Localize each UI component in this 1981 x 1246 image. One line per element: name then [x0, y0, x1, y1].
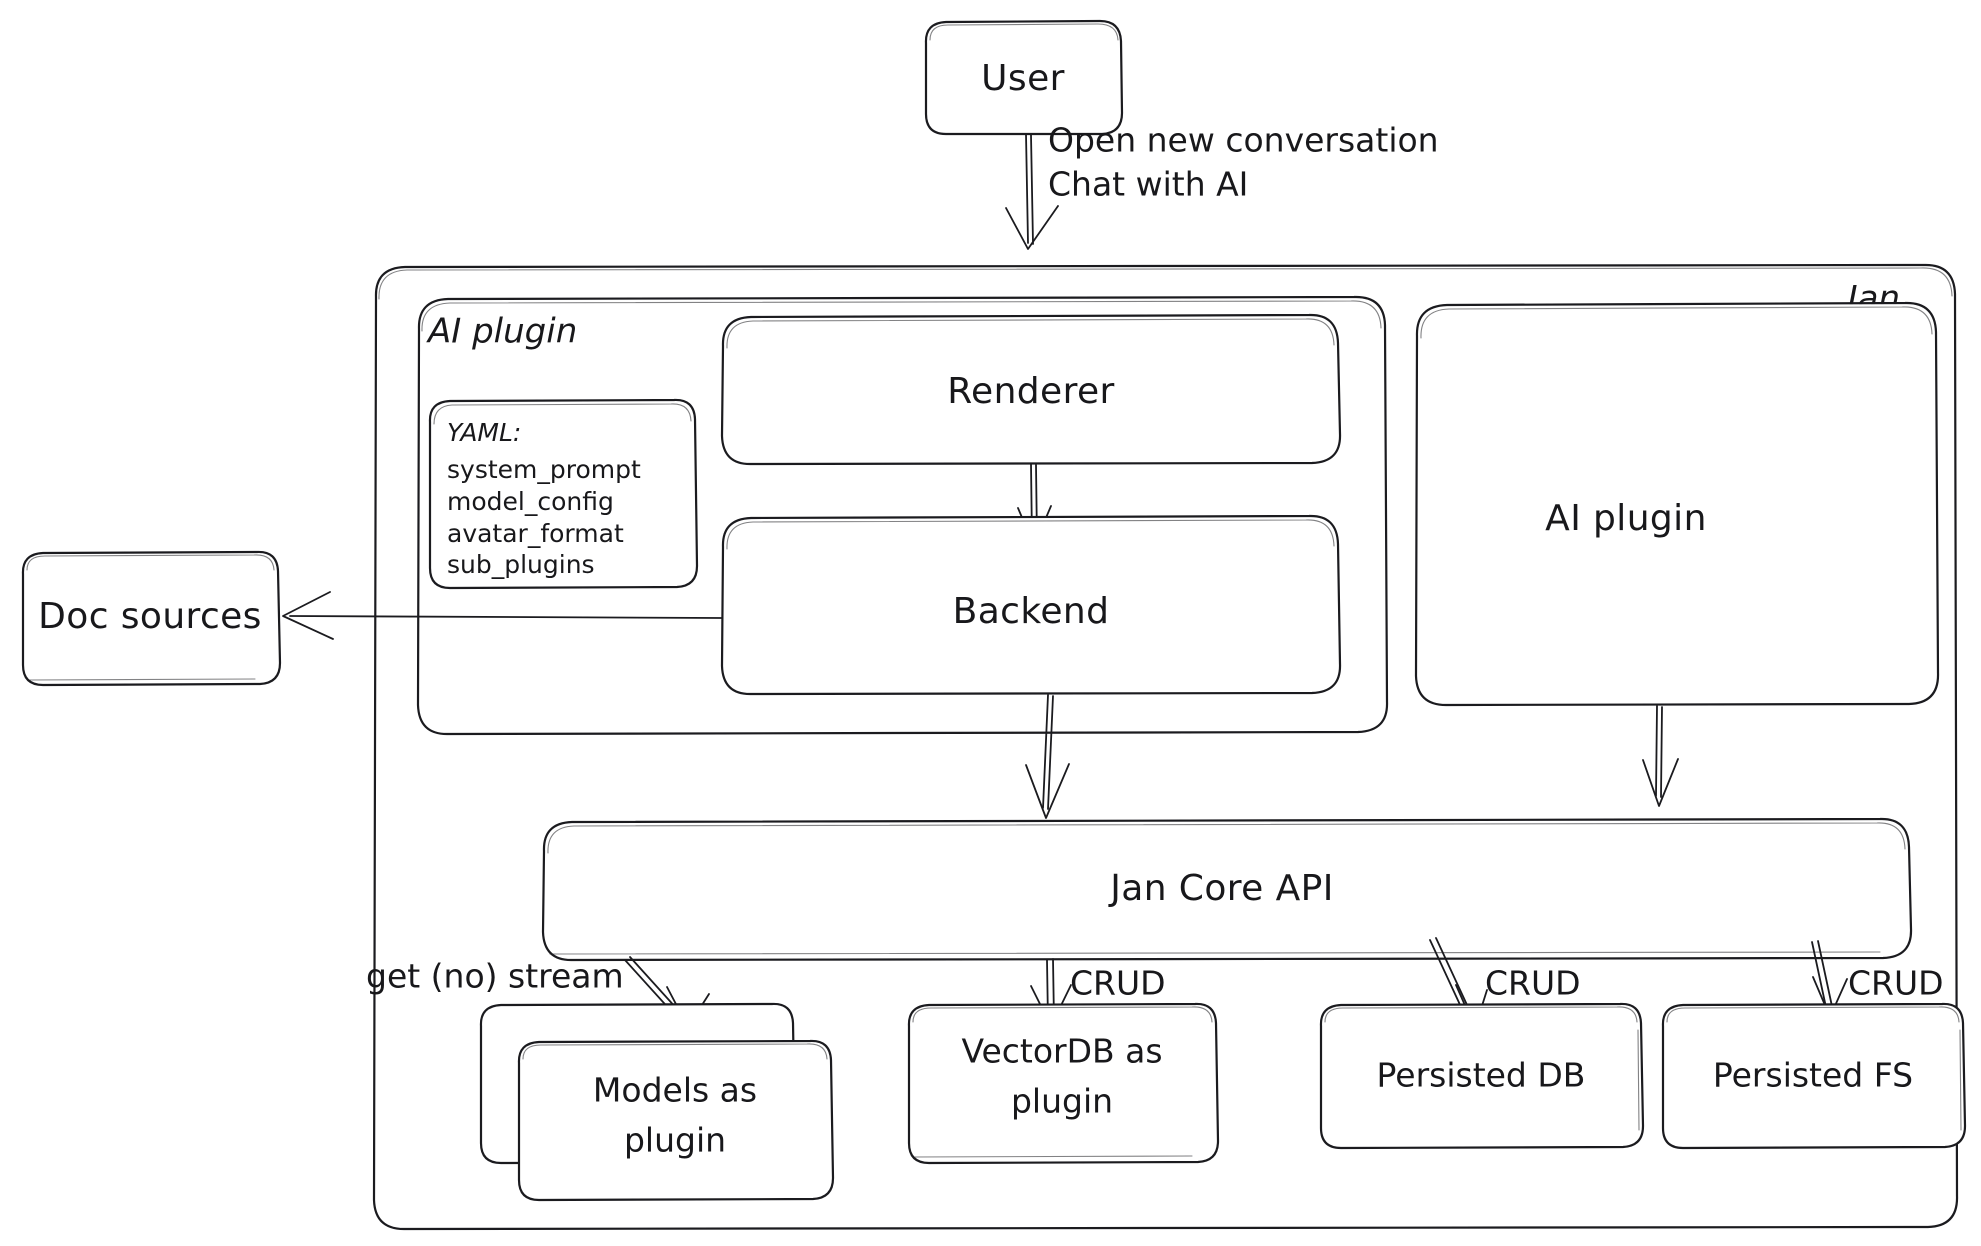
node-user[interactable] — [924, 19, 1124, 136]
node-jan-core-api-label: Jan Core API — [1108, 868, 1333, 909]
yaml-card[interactable] — [428, 398, 699, 590]
node-vectordb-as-plugin-label-2: plugin — [1011, 1082, 1113, 1121]
node-vectordb-as-plugin-label-1: VectorDB as — [961, 1032, 1162, 1071]
edge-core-api-to-models-label: get (no) stream — [366, 957, 624, 996]
node-doc-sources[interactable] — [21, 550, 282, 687]
node-renderer-label: Renderer — [947, 371, 1115, 412]
edge-core-api-to-persisted-db-label: CRUD — [1485, 964, 1581, 1003]
node-renderer[interactable] — [720, 313, 1342, 466]
node-persisted-fs-label: Persisted FS — [1713, 1056, 1913, 1095]
node-user-label: User — [981, 58, 1065, 99]
edge-user-to-renderer-label-1: Open new conversation — [1048, 121, 1439, 160]
node-doc-sources-label: Doc sources — [38, 596, 262, 637]
yaml-key-system-prompt: system_prompt — [447, 455, 641, 484]
node-jan-core-api[interactable] — [541, 817, 1913, 962]
node-backend-label: Backend — [953, 591, 1110, 632]
edge-core-api-to-vectordb-label: CRUD — [1070, 964, 1166, 1003]
yaml-key-sub-plugins: sub_plugins — [447, 550, 595, 579]
node-persisted-db[interactable] — [1319, 1002, 1645, 1150]
node-persisted-db-label: Persisted DB — [1377, 1056, 1586, 1095]
node-ai-plugin-right-label: AI plugin — [1545, 498, 1707, 539]
edge-ai-plugin-to-core-api — [1642, 705, 1679, 807]
yaml-key-model-config: model_config — [447, 487, 614, 516]
edge-backend-to-core-api — [1025, 694, 1070, 819]
edge-backend-to-doc-sources — [282, 591, 723, 640]
node-persisted-fs[interactable] — [1661, 1002, 1967, 1150]
edge-core-api-to-persisted-fs-label: CRUD — [1848, 964, 1944, 1003]
yaml-card-heading: YAML: — [447, 418, 521, 447]
node-ai-plugin-right[interactable] — [1414, 301, 1940, 707]
node-models-as-plugin-label-2: plugin — [624, 1121, 726, 1160]
edge-user-to-renderer-label-2: Chat with AI — [1048, 165, 1248, 204]
node-models-as-plugin-label-1: Models as — [593, 1071, 757, 1110]
ai-plugin-group-label: AI plugin — [426, 312, 577, 352]
node-vectordb-as-plugin[interactable] — [907, 1002, 1220, 1165]
edge-user-to-renderer — [1005, 133, 1059, 250]
yaml-key-avatar-format: avatar_format — [447, 519, 624, 548]
node-models-as-plugin[interactable] — [479, 1002, 835, 1202]
node-backend[interactable] — [720, 514, 1342, 696]
